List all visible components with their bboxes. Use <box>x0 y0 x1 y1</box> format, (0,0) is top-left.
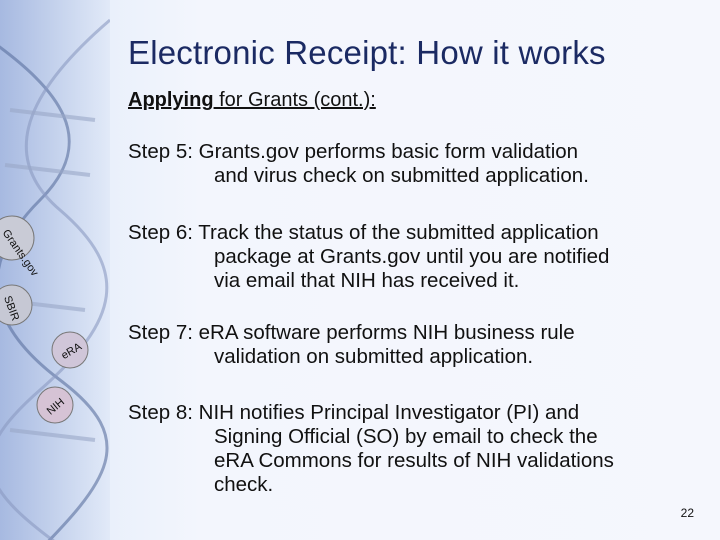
step-6-line-1: Step 6: Track the status of the submitte… <box>128 221 599 244</box>
step-7-line-2: validation on submitted application. <box>214 345 534 368</box>
step-6: Step 6: Track the status of the submitte… <box>128 221 698 293</box>
step-7: Step 7: eRA software performs NIH busine… <box>128 321 698 369</box>
step-5-line-1: Step 5: Grants.gov performs basic form v… <box>128 140 579 163</box>
step-7-line-1: Step 7: eRA software performs NIH busine… <box>128 321 575 344</box>
step-8: Step 8: NIH notifies Principal Investiga… <box>128 401 698 497</box>
step-6-line-3: via email that NIH has received it. <box>214 269 520 292</box>
step-8-line-2: Signing Official (SO) by email to check … <box>214 425 598 448</box>
step-5-line-2: and virus check on submitted application… <box>214 164 589 187</box>
step-5: Step 5: Grants.gov performs basic form v… <box>128 140 698 188</box>
page-number: 22 <box>680 506 694 520</box>
step-6-line-2: package at Grants.gov until you are noti… <box>214 245 610 268</box>
step-8-line-1: Step 8: NIH notifies Principal Investiga… <box>128 401 580 424</box>
subtitle-emphasis: Applying <box>128 89 214 111</box>
step-8-line-4: check. <box>214 473 274 496</box>
slide-title: Electronic Receipt: How it works <box>128 34 606 71</box>
subtitle-rest: for Grants (cont.): <box>213 89 376 111</box>
slide-subtitle: Applying for Grants (cont.): <box>128 89 376 112</box>
step-8-line-3: eRA Commons for results of NIH validatio… <box>214 449 614 472</box>
decorative-helix-strip: Grants.gov eRA NIH SBIR <box>0 0 110 540</box>
